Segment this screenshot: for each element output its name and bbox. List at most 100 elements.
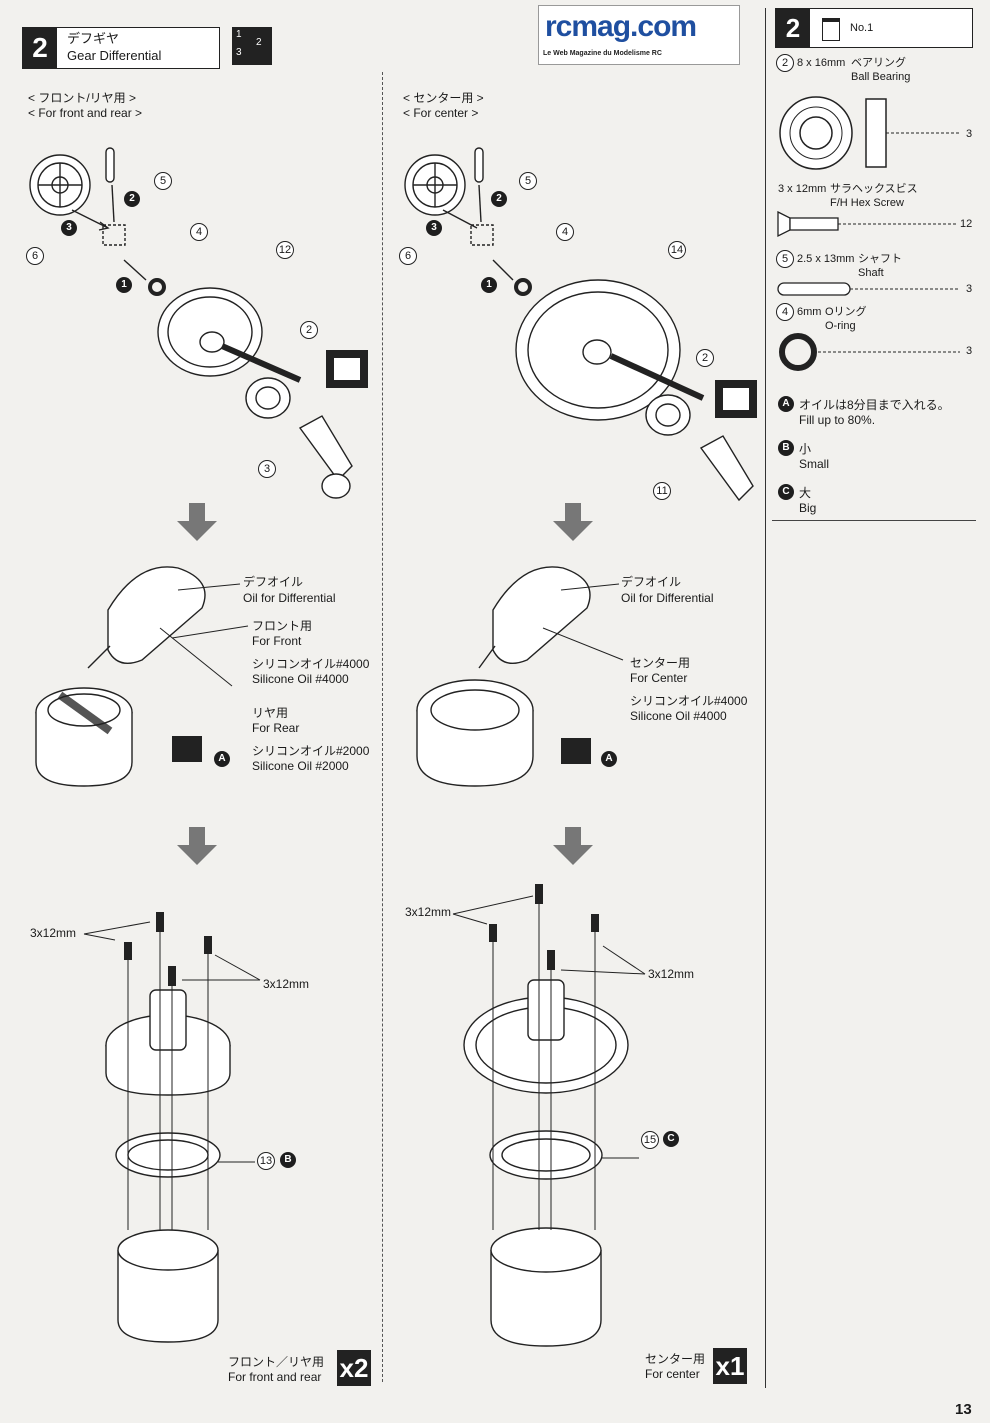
center-footer-en: For center <box>645 1367 700 1381</box>
part-jp-bearing: ベアリング <box>851 57 906 69</box>
column-divider <box>382 72 383 1382</box>
seq-2: 2 <box>124 191 140 207</box>
screw-icon <box>777 210 958 238</box>
parts-header: 2 No.1 <box>775 8 973 48</box>
rear-label-en: For Rear <box>252 721 300 735</box>
center-header-en: < For center > <box>403 106 479 120</box>
qty-badge-center: x1 <box>713 1348 747 1384</box>
left-exploded-diagram <box>29 147 368 499</box>
step-title-jp: デフギヤ <box>67 31 120 46</box>
notes-divider <box>772 520 976 521</box>
callout-small-gear: 6 <box>26 247 44 265</box>
shaft-icon <box>777 282 958 296</box>
arrow-down-icon <box>177 827 217 865</box>
bearing-icon <box>779 96 960 170</box>
seq-3: 3 <box>61 220 77 236</box>
arrow-down-icon <box>553 503 593 541</box>
part-qty-shaft: 3 <box>966 283 973 295</box>
left-screw-label-2: 3x12mm <box>263 977 310 991</box>
note-marker-b: B <box>778 440 794 456</box>
page-number: 13 <box>955 1401 972 1418</box>
callout-joint: 3 <box>258 460 276 478</box>
seq-icon-2: 2 <box>256 37 262 48</box>
part-size-oring: 6mm <box>797 306 822 318</box>
center-oil-label-en: Oil for Differential <box>621 591 714 605</box>
parts-divider <box>765 8 766 1388</box>
parts-step-number: 2 <box>776 9 810 47</box>
seq-2: 2 <box>491 191 507 207</box>
note-marker-a: A <box>778 396 794 412</box>
step-number: 2 <box>23 28 57 68</box>
center-oil-label-jp: デフオイル <box>621 575 682 589</box>
part-callout-oring: 4 <box>776 303 794 321</box>
part-jp-shaft: シャフト <box>858 253 902 265</box>
marker-a-center: A <box>601 751 617 767</box>
center-footer-jp: センター用 <box>645 1352 706 1366</box>
arrow-down-icon <box>553 827 593 865</box>
seq-1: 1 <box>481 277 497 293</box>
front-oil-jp: シリコンオイル#4000 <box>252 657 370 671</box>
front-oil-en: Silicone Oil #4000 <box>252 672 349 686</box>
left-footer-en: For front and rear <box>228 1370 322 1384</box>
center-oil-diagram <box>416 566 624 787</box>
rear-oil-en: Silicone Oil #2000 <box>252 759 349 773</box>
left-oil-diagram <box>35 566 249 787</box>
qty-badge-left: x2 <box>337 1350 371 1386</box>
marker-b: B <box>280 1152 296 1168</box>
step-title-en: Gear Differential <box>67 48 162 63</box>
left-footer-jp: フロント／リヤ用 <box>228 1355 325 1369</box>
left-assembly-diagram <box>83 912 261 1343</box>
center-label-en: For Center <box>630 671 688 685</box>
note-b-en: Small <box>799 457 830 471</box>
left-header-en: < For front and rear > <box>28 106 143 120</box>
callout-bearing: 2 <box>696 349 714 367</box>
center-exploded-diagram <box>404 147 757 502</box>
callout-oring: 4 <box>190 223 208 241</box>
part-callout-shaft: 5 <box>776 250 794 268</box>
part-qty-oring: 3 <box>966 345 973 357</box>
bag-icon <box>822 18 840 41</box>
callout-oring: 4 <box>556 223 574 241</box>
seq-3: 3 <box>426 220 442 236</box>
note-a-jp: オイルは8分目まで入れる。 <box>799 398 950 412</box>
seq-icon-1: 1 <box>236 29 242 40</box>
callout-shaft: 5 <box>154 172 172 190</box>
center-header-jp: < センター用 > <box>403 91 484 105</box>
left-screw-label-1: 3x12mm <box>30 926 77 940</box>
callout-bearing: 2 <box>300 321 318 339</box>
logo-tagline: Le Web Magazine du Modelisme RC <box>543 50 662 57</box>
center-label-jp: センター用 <box>630 656 691 670</box>
oring-icon <box>779 333 960 371</box>
logo-text: rcmag.com <box>545 10 697 43</box>
part-jp-oring: Oリング <box>825 306 867 318</box>
note-marker-c: C <box>778 484 794 500</box>
arrow-down-icon <box>177 503 217 541</box>
seq-icon-3: 3 <box>236 47 242 58</box>
front-label-en: For Front <box>252 634 302 648</box>
left-header-jp: < フロント/リヤ用 > <box>28 91 137 105</box>
note-c-jp: 大 <box>799 486 812 500</box>
note-a-en: Fill up to 80%. <box>799 413 876 427</box>
center-oil-en: Silicone Oil #4000 <box>630 709 727 723</box>
part-qty-bearing: 3 <box>966 128 973 140</box>
part-en-bearing: Ball Bearing <box>851 71 911 83</box>
part-jp-screw: サラヘックスビス <box>830 183 918 195</box>
callout-joint: 11 <box>653 482 671 500</box>
callout-gear: 12 <box>276 241 294 259</box>
center-oil-jp: シリコンオイル#4000 <box>630 694 748 708</box>
center-screw-label-2: 3x12mm <box>648 967 695 981</box>
part-en-oring: O-ring <box>825 320 856 332</box>
marker-c: C <box>663 1131 679 1147</box>
note-c-en: Big <box>799 501 817 515</box>
part-size-bearing: 8 x 16mm <box>797 57 846 69</box>
callout-gasket-center: 15 <box>641 1131 659 1149</box>
rear-oil-jp: シリコンオイル#2000 <box>252 744 370 758</box>
rcmag-logo[interactable]: rcmag.com Le Web Magazine du Modelisme R… <box>538 5 740 65</box>
callout-small-gear: 6 <box>399 247 417 265</box>
part-callout-bearing: 2 <box>776 54 794 72</box>
front-label-jp: フロント用 <box>252 619 313 633</box>
center-screw-label-1: 3x12mm <box>405 905 452 919</box>
part-en-shaft: Shaft <box>858 267 884 279</box>
center-assembly-diagram <box>452 884 646 1347</box>
callout-gasket-left: 13 <box>257 1152 275 1170</box>
